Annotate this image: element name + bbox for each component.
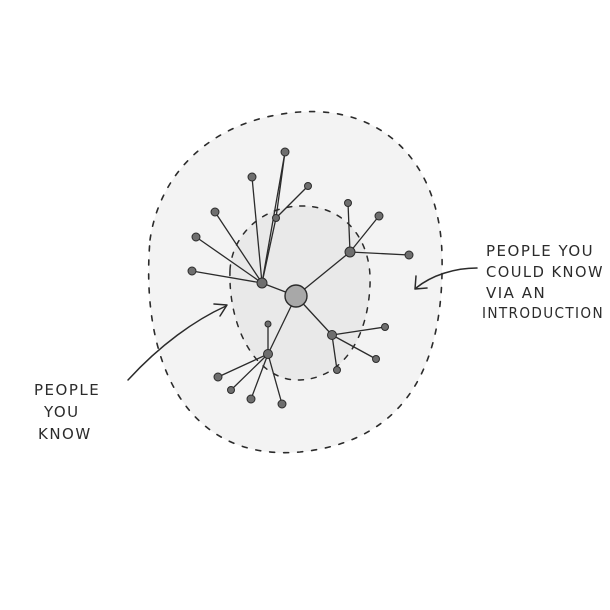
node (277, 399, 287, 409)
label-outer-line-4: INTRODUCTION (482, 304, 604, 322)
label-inner-line-1: PEOPLE (34, 381, 100, 399)
label-outer-line-2: COULD KNOW (486, 263, 604, 281)
label-inner-line-2: YOU (43, 403, 80, 421)
label-inner-line-3: KNOW (38, 425, 92, 443)
edge-ll-4 (267, 353, 283, 405)
edge-ur-2 (349, 215, 380, 253)
edge-ul-7 (275, 185, 309, 219)
edge-ul-5 (191, 270, 263, 284)
node (304, 182, 312, 190)
node (374, 211, 384, 221)
edge-ur-3 (349, 251, 410, 256)
arrow-head-people-you-know (213, 303, 228, 317)
edge-ul-3 (214, 211, 263, 284)
arrow-people-you-could-know (415, 267, 478, 289)
node-hub-upper-right (344, 246, 356, 258)
node (381, 323, 389, 331)
node (247, 172, 257, 182)
edge-ll-3 (250, 353, 269, 400)
label-people-you-could-know: PEOPLE YOU COULD KNOW VIA AN INTRODUCTIO… (482, 242, 610, 322)
center-node (284, 284, 308, 308)
edges (191, 151, 410, 405)
node (372, 355, 380, 363)
node-hub-upper-left (256, 277, 268, 289)
edge-ll-1 (217, 353, 269, 378)
outer-circle-boundary (147, 110, 443, 454)
edge-lr-1 (331, 326, 386, 336)
node (280, 147, 290, 157)
node (187, 266, 197, 276)
node-hub-lower-right (327, 330, 337, 340)
edge-ul-6 (275, 151, 286, 219)
node (344, 199, 352, 207)
node (246, 394, 256, 404)
edge-ul-4 (195, 236, 263, 284)
node (210, 207, 220, 217)
nodes (187, 147, 414, 409)
node (333, 366, 341, 374)
node (227, 386, 235, 394)
node-hub-lower-left (263, 349, 273, 359)
label-outer-line-1: PEOPLE YOU (486, 242, 594, 260)
node (264, 320, 272, 328)
edge-ur-1 (347, 202, 351, 253)
node (191, 232, 201, 242)
edge-ul-2 (251, 176, 263, 284)
arrow-people-you-know (127, 305, 227, 381)
label-outer-line-3: VIA AN (486, 284, 546, 302)
edge-lr-3 (331, 334, 338, 371)
edge-ll-2 (230, 353, 269, 391)
edge-lr-2 (331, 334, 377, 360)
label-people-you-know: PEOPLE YOU KNOW (34, 381, 107, 443)
node (404, 250, 414, 260)
arrow-head-people-you-could-know (414, 275, 428, 290)
node (213, 372, 223, 382)
edge-ul-8 (261, 217, 277, 284)
node (272, 214, 280, 222)
